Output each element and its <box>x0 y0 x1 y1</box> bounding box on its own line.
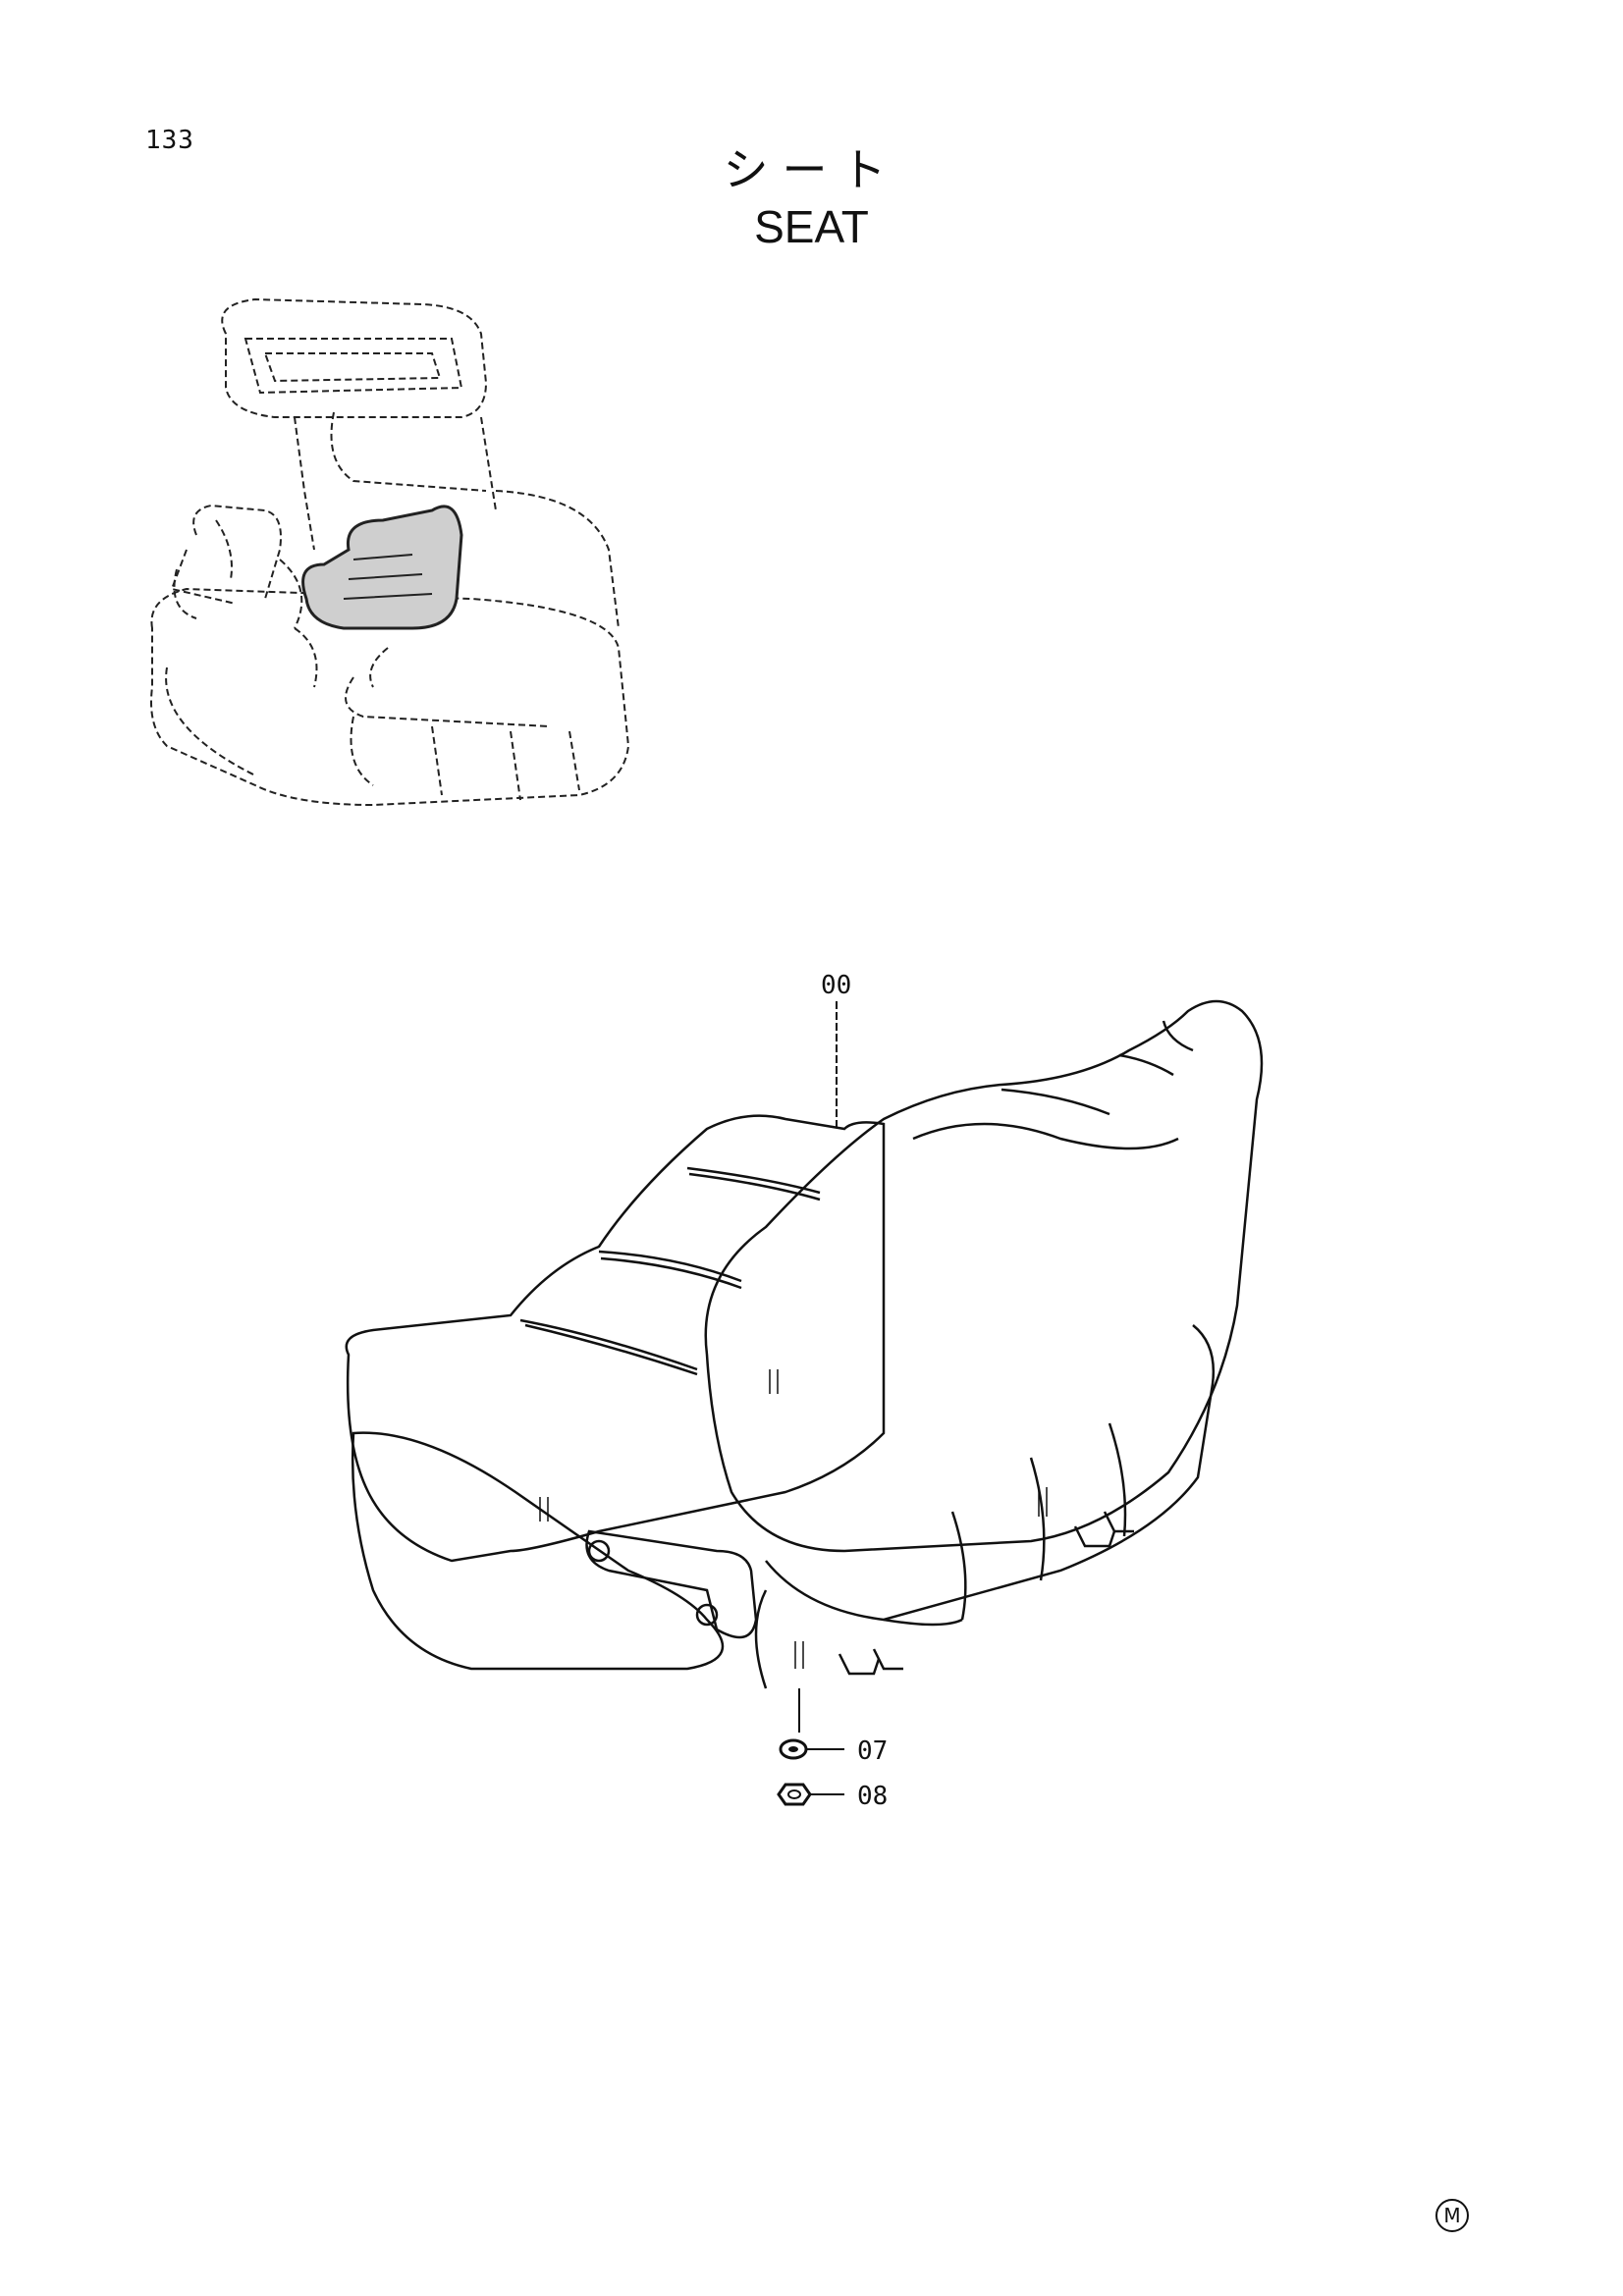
callout-08: 08 <box>777 1782 888 1811</box>
seat-highlight <box>301 505 463 630</box>
page-number: 133 <box>145 126 194 155</box>
title-block: シート SEAT <box>0 142 1623 254</box>
seat-assembly-drawing <box>345 999 1264 1689</box>
seat-backrest <box>704 999 1264 1553</box>
callout-08-label: 08 <box>857 1782 888 1811</box>
title-japanese: シート <box>723 143 900 196</box>
nut-icon <box>777 1783 812 1806</box>
title-english: SEAT <box>754 201 869 252</box>
callout-00-label: 00 <box>821 971 851 1000</box>
callout-00: 00 <box>821 971 851 1129</box>
callout-07-label: 07 <box>857 1736 888 1766</box>
slide-bracket <box>585 1529 758 1639</box>
footer-mark: M <box>1435 2199 1469 2232</box>
washer-icon <box>779 1738 808 1760</box>
seat-cushion <box>345 1114 886 1563</box>
callout-07: 07 <box>779 1688 888 1766</box>
